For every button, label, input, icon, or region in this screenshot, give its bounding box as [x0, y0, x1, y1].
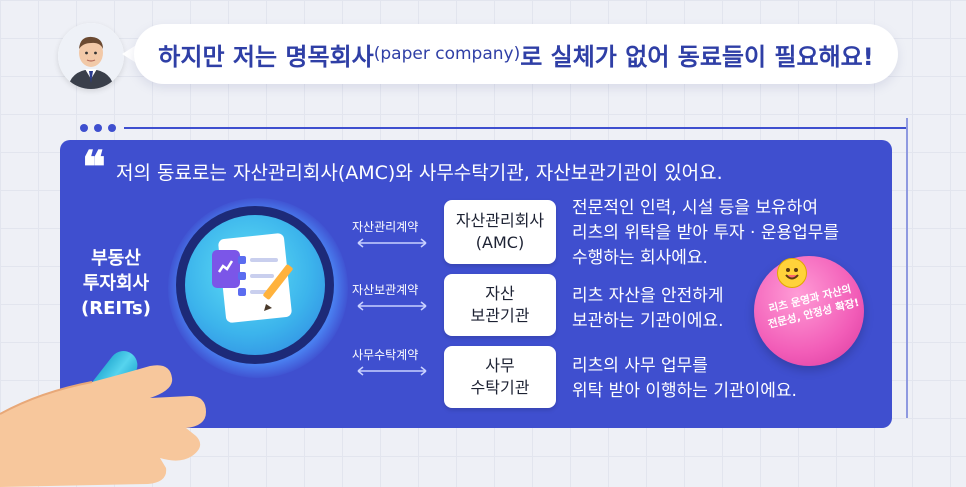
speech-bubble: 하지만 저는 명목회사 (paper company) 로 실체가 없어 동료들… [134, 24, 898, 84]
smiley-icon [777, 258, 807, 288]
divider-line-vertical [906, 118, 908, 418]
box-amc-line2: (AMC) [475, 233, 525, 252]
box-custody: 자산 보관기관 [444, 274, 556, 336]
desc-custody: 리츠 자산을 안전하게 보관하는 기관이에요. [572, 284, 724, 334]
decor-dot [94, 124, 102, 132]
box-administration: 사무 수탁기관 [444, 346, 556, 408]
box-amc-line1: 자산관리회사 [455, 211, 545, 230]
decor-dot [80, 124, 88, 132]
hand-icon [0, 365, 206, 487]
double-arrow-icon [357, 301, 427, 311]
desc-admin-line1: 리츠의 사무 업무를 [572, 356, 708, 376]
reits-line1: 부동산 [91, 248, 141, 269]
box-admin-line2: 수탁기관 [470, 378, 530, 397]
reits-line3: (REITs) [81, 298, 151, 319]
pencil-icon [263, 264, 293, 311]
bubble-text-after: 로 실체가 없어 동료들이 필요해요! [520, 42, 874, 71]
box-custody-line2: 보관기관 [470, 306, 530, 325]
quote-icon: ❝ [82, 142, 106, 193]
desc-administration: 리츠의 사무 업무를 위탁 받아 이행하는 기관이에요. [572, 354, 797, 404]
pink-badge [754, 256, 864, 366]
box-amc: 자산관리회사 (AMC) [444, 200, 556, 264]
desc-admin-line2: 위탁 받아 이행하는 기관이에요. [572, 381, 797, 401]
desc-amc-line3: 수행하는 회사에요. [572, 248, 708, 268]
double-arrow-icon [357, 238, 427, 248]
box-custody-line1: 자산 [485, 284, 515, 303]
avatar-icon [58, 23, 124, 89]
decor-dot [108, 124, 116, 132]
double-arrow-icon [357, 366, 427, 376]
arrow-label-administration: 사무수탁계약 [352, 348, 419, 362]
arrow-label-asset-management: 자산관리계약 [352, 220, 419, 234]
desc-custody-line2: 보관하는 기관이에요. [572, 311, 724, 331]
panel-headline: 저의 동료로는 자산관리회사(AMC)와 사무수탁기관, 자산보관기관이 있어요… [116, 162, 723, 184]
desc-custody-line1: 리츠 자산을 안전하게 [572, 286, 724, 306]
divider-line [124, 127, 908, 129]
arrow-label-asset-custody: 자산보관계약 [352, 283, 419, 297]
bubble-text-paren: (paper company) [373, 44, 521, 64]
desc-amc: 전문적인 인력, 시설 등을 보유하여 리츠의 위탁을 받아 투자 · 운용업무… [572, 196, 839, 271]
document-checklist-icon [212, 233, 293, 323]
desc-amc-line1: 전문적인 인력, 시설 등을 보유하여 [572, 198, 818, 218]
bubble-text-before: 하지만 저는 명목회사 [158, 42, 374, 71]
reits-line2: 투자회사 [82, 273, 150, 294]
desc-amc-line2: 리츠의 위탁을 받아 투자 · 운용업무를 [572, 223, 840, 243]
box-admin-line1: 사무 [485, 356, 515, 375]
reits-label: 부동산 투자회사 (REITs) [74, 246, 158, 321]
